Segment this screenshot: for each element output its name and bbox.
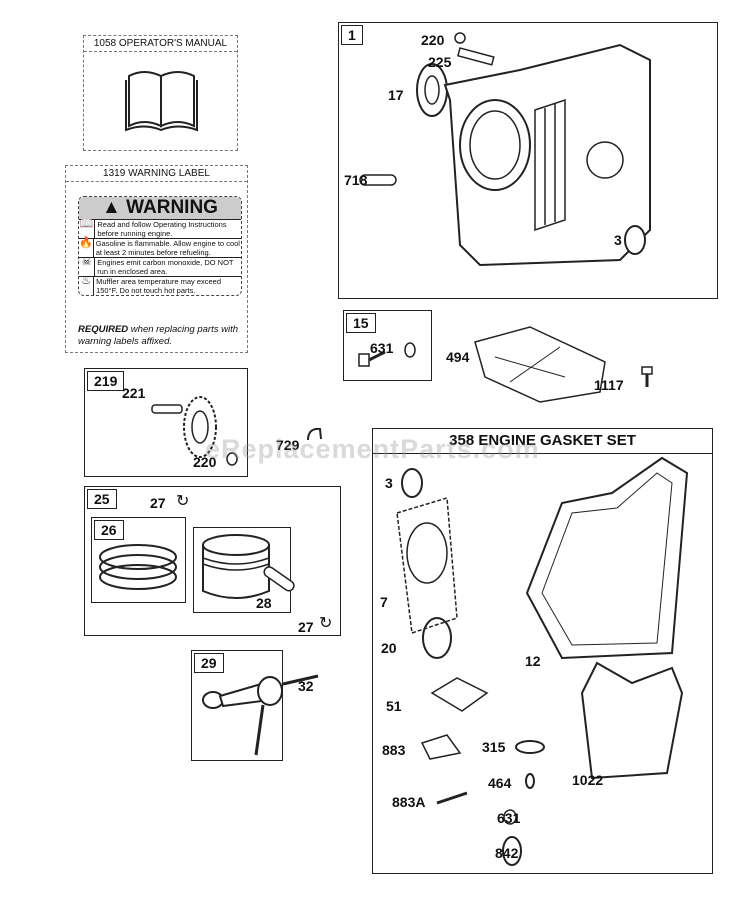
part-label-1022: 1022 xyxy=(572,772,604,788)
part-label-28: 28 xyxy=(256,595,272,611)
part-label-220: 220 xyxy=(421,32,445,48)
box-26-rings: 26 xyxy=(91,517,186,603)
part-label-883A: 883A xyxy=(392,794,426,810)
box-29-connecting-rod: 29 xyxy=(191,650,283,761)
piston-box xyxy=(193,527,291,613)
box-1-crankcase: 1 xyxy=(338,22,718,299)
screw-drawing xyxy=(641,366,653,387)
box-number: 1 xyxy=(341,25,363,45)
warning-heading-text: WARNING xyxy=(126,197,218,218)
part-label-12: 12 xyxy=(525,653,541,669)
breather-gasket-drawing xyxy=(474,326,606,403)
retaining-ring-icon: ↻ xyxy=(319,615,333,632)
box-number: 219 xyxy=(87,371,125,391)
warning-sticker: ▲ WARNING 📖Read and follow Operating Ins… xyxy=(78,196,242,296)
warning-line: Engines emit carbon monoxide, DO NOT run… xyxy=(97,258,234,276)
box-number: 29 xyxy=(194,653,224,673)
clip-drawing xyxy=(307,427,322,441)
part-label-225: 225 xyxy=(428,54,452,70)
required-text: when replacing parts with warning labels… xyxy=(78,324,238,347)
warning-label-title: 1319 WARNING LABEL xyxy=(66,166,247,182)
book-icon: 📖 xyxy=(79,219,96,238)
part-label-718: 718 xyxy=(344,172,368,188)
watermark: eReplacementParts.com xyxy=(205,434,540,464)
piston-drawing xyxy=(202,534,295,599)
operators-manual-box: 1058 OPERATOR'S MANUAL xyxy=(83,35,238,151)
manual-title: 1058 OPERATOR'S MANUAL xyxy=(84,36,237,52)
part-label-494: 494 xyxy=(446,349,470,365)
bolt-and-washer-drawing xyxy=(358,342,416,367)
warning-line: Gasoline is flammable. Allow engine to c… xyxy=(95,239,240,257)
retaining-ring-icon: ↻ xyxy=(176,493,190,510)
part-label-32: 32 xyxy=(298,678,314,694)
part-label-220: 220 xyxy=(193,454,217,470)
part-label-17: 17 xyxy=(388,87,404,103)
box-number: 25 xyxy=(87,489,117,509)
fire-icon: 🔥 xyxy=(79,238,94,257)
warning-line: Muffler area temperature may exceed 150°… xyxy=(96,277,222,295)
box-number: 15 xyxy=(346,313,376,333)
part-label-3: 3 xyxy=(385,475,393,491)
part-label-315: 315 xyxy=(482,739,506,755)
part-label-27: 27 xyxy=(298,619,314,635)
crankcase-drawing xyxy=(359,32,651,267)
part-label-3: 3 xyxy=(614,232,622,248)
governor-gear-drawing xyxy=(151,396,238,466)
part-label-221: 221 xyxy=(122,385,146,401)
part-label-1117: 1117 xyxy=(594,377,624,393)
part-label-27: 27 xyxy=(150,495,166,511)
box-219-governor: 219 xyxy=(84,368,248,477)
fumes-icon: ☠ xyxy=(79,257,96,276)
warning-line: Read and follow Operating Instructions b… xyxy=(97,220,227,238)
part-label-729: 729 xyxy=(276,437,300,453)
part-label-464: 464 xyxy=(488,775,512,791)
piston-rings-drawing xyxy=(99,544,177,590)
part-label-51: 51 xyxy=(386,698,402,714)
part-label-631: 631 xyxy=(370,340,394,356)
box-25-piston-assembly: 25 xyxy=(84,486,341,636)
required-note: REQUIRED when replacing parts with warni… xyxy=(78,324,243,348)
warning-heading: ▲ WARNING xyxy=(79,197,241,219)
gasket-set-drawing xyxy=(396,456,689,866)
part-label-7: 7 xyxy=(380,594,388,610)
warning-label-box: 1319 WARNING LABEL ▲ WARNING 📖Read and f… xyxy=(65,165,248,353)
box-358-engine-gasket-set: 358 ENGINE GASKET SET xyxy=(372,428,713,874)
box-number: 26 xyxy=(94,520,124,540)
hot-surface-icon: ♨ xyxy=(79,276,95,295)
required-bold: REQUIRED xyxy=(78,324,129,335)
box-15: 15 xyxy=(343,310,432,381)
part-label-20: 20 xyxy=(381,640,397,656)
book-icon xyxy=(125,71,198,132)
connecting-rod-drawing xyxy=(202,674,319,756)
part-label-842: 842 xyxy=(495,845,519,861)
part-label-631: 631 xyxy=(497,810,521,826)
part-label-883: 883 xyxy=(382,742,406,758)
gasket-set-title: 358 ENGINE GASKET SET xyxy=(373,429,712,454)
